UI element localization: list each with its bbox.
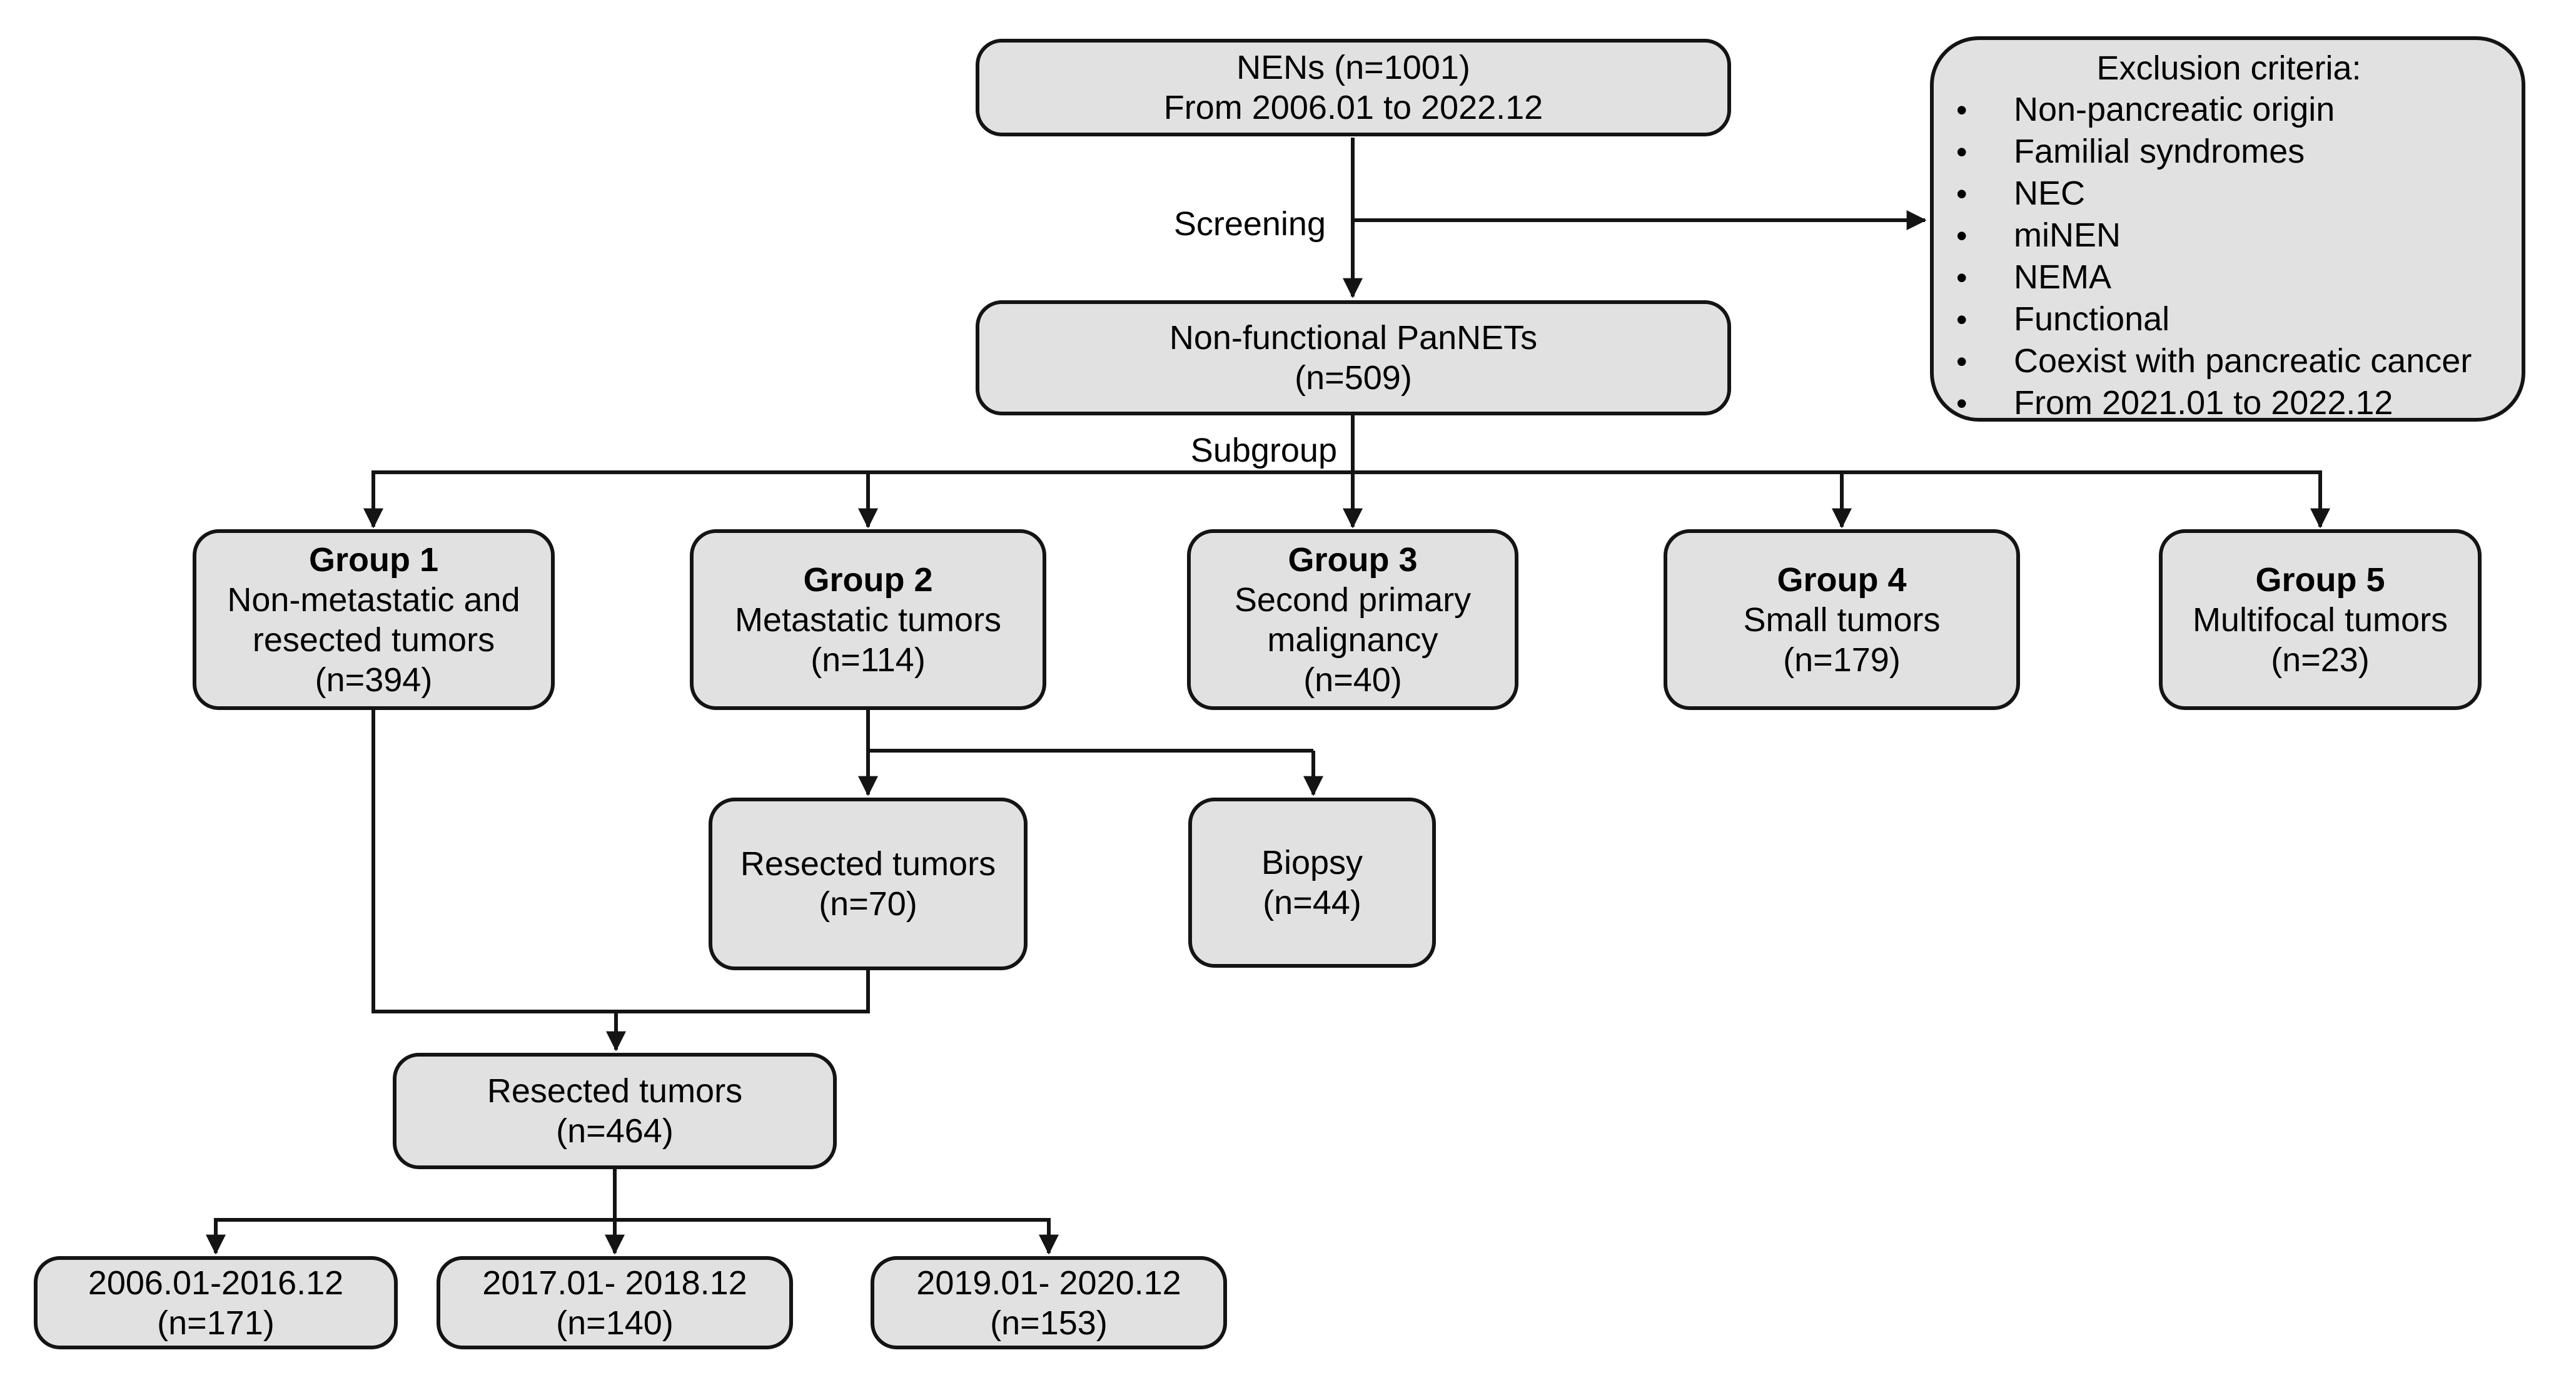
resected70-line2: (n=70)	[819, 885, 917, 923]
screening-label: Screening	[1173, 205, 1326, 243]
connector-group2-branch	[866, 708, 1313, 753]
subgroup-label: Subgroup	[1190, 432, 1337, 469]
group1-count: (n=394)	[315, 661, 433, 699]
bullet-icon: •	[1956, 344, 1967, 379]
box-group-2: Group 2 Metastatic tumors (n=114)	[690, 529, 1046, 710]
bullet-icon: •	[1956, 218, 1967, 253]
box-nens: NENs (n=1001) From 2006.01 to 2022.12	[976, 39, 1731, 136]
bullet-icon: •	[1956, 134, 1967, 170]
box-group-3: Group 3 Second primary malignancy (n=40)	[1187, 529, 1518, 710]
group1-title: Group 1	[308, 540, 438, 579]
box-period-2017-2018: 2017.01- 2018.12 (n=140)	[437, 1256, 793, 1349]
period1-range: 2006.01-2016.12	[88, 1264, 344, 1302]
exclusion-item: • Coexist with pancreatic cancer	[1949, 340, 2509, 382]
group3-desc: Second primary malignancy	[1234, 581, 1472, 659]
box-resected-tumors-70: Resected tumors (n=70)	[709, 798, 1028, 970]
bullet-icon: •	[1956, 302, 1967, 337]
group2-count: (n=114)	[811, 641, 926, 679]
group5-count: (n=23)	[2271, 641, 2370, 679]
bullet-icon: •	[1956, 386, 1967, 421]
group2-title: Group 2	[803, 561, 933, 599]
exclusion-item: • Functional	[1949, 298, 2509, 340]
group5-desc: Multifocal tumors	[2192, 601, 2448, 639]
group3-title: Group 3	[1288, 540, 1418, 579]
group4-title: Group 4	[1777, 561, 1907, 599]
exclusion-item: • miNEN	[1949, 215, 2509, 256]
exclusion-item: • NEC	[1949, 173, 2509, 215]
box-exclusion-criteria: Exclusion criteria: • Non-pancreatic ori…	[1930, 36, 2525, 422]
exclusion-item-text: miNEN	[2014, 216, 2121, 254]
box-biopsy: Biopsy (n=44)	[1188, 798, 1436, 968]
box-period-2019-2020: 2019.01- 2020.12 (n=153)	[871, 1256, 1227, 1349]
bullet-icon: •	[1956, 176, 1967, 211]
exclusion-item: • From 2021.01 to 2022.12	[1949, 382, 2509, 424]
box-group-4: Group 4 Small tumors (n=179)	[1664, 529, 2020, 710]
period3-range: 2019.01- 2020.12	[916, 1264, 1181, 1302]
nens-line2: From 2006.01 to 2022.12	[1163, 89, 1543, 126]
group4-count: (n=179)	[1783, 641, 1901, 679]
exclusion-item-text: NEC	[2014, 175, 2086, 212]
group1-desc: Non-metastatic and resected tumors	[227, 581, 520, 659]
exclusion-item: • Non-pancreatic origin	[1949, 89, 2509, 131]
period2-count: (n=140)	[556, 1304, 674, 1342]
resected464-line1: Resected tumors	[487, 1072, 743, 1110]
period3-count: (n=153)	[990, 1304, 1108, 1342]
exclusion-item-text: NEMA	[2014, 258, 2112, 296]
bullet-icon: •	[1956, 93, 1967, 128]
box-period-2006-2016: 2006.01-2016.12 (n=171)	[34, 1256, 398, 1349]
group4-desc: Small tumors	[1743, 601, 1941, 639]
pannets-line2: (n=509)	[1295, 359, 1412, 397]
resected464-line2: (n=464)	[556, 1112, 674, 1150]
exclusion-item-text: Coexist with pancreatic cancer	[2014, 342, 2472, 380]
exclusion-item-text: Functional	[2014, 300, 2170, 338]
pannets-line1: Non-functional PanNETs	[1169, 319, 1538, 357]
bullet-icon: •	[1956, 260, 1967, 295]
group3-count: (n=40)	[1303, 661, 1402, 699]
biopsy-line2: (n=44)	[1263, 884, 1361, 921]
resected70-line1: Resected tumors	[740, 845, 996, 883]
period1-count: (n=171)	[157, 1304, 275, 1342]
exclusion-item-text: Non-pancreatic origin	[2014, 91, 2335, 128]
exclusion-item: • Familial syndromes	[1949, 131, 2509, 173]
biopsy-line1: Biopsy	[1261, 844, 1363, 881]
box-group-1: Group 1 Non-metastatic and resected tumo…	[193, 529, 555, 710]
exclusion-item-text: From 2021.01 to 2022.12	[2014, 384, 2393, 422]
box-group-5: Group 5 Multifocal tumors (n=23)	[2159, 529, 2482, 710]
box-pannets: Non-functional PanNETs (n=509)	[976, 300, 1731, 415]
period2-range: 2017.01- 2018.12	[482, 1264, 747, 1302]
exclusion-title: Exclusion criteria:	[2096, 49, 2361, 87]
exclusion-item-text: Familial syndromes	[2014, 133, 2305, 170]
box-resected-tumors-464: Resected tumors (n=464)	[393, 1053, 837, 1169]
nens-line1: NENs (n=1001)	[1236, 49, 1470, 86]
exclusion-item: • NEMA	[1949, 256, 2509, 298]
connector-merge-group1-resected70	[371, 708, 870, 1013]
group5-title: Group 5	[2255, 561, 2385, 599]
group2-desc: Metastatic tumors	[734, 601, 1002, 639]
